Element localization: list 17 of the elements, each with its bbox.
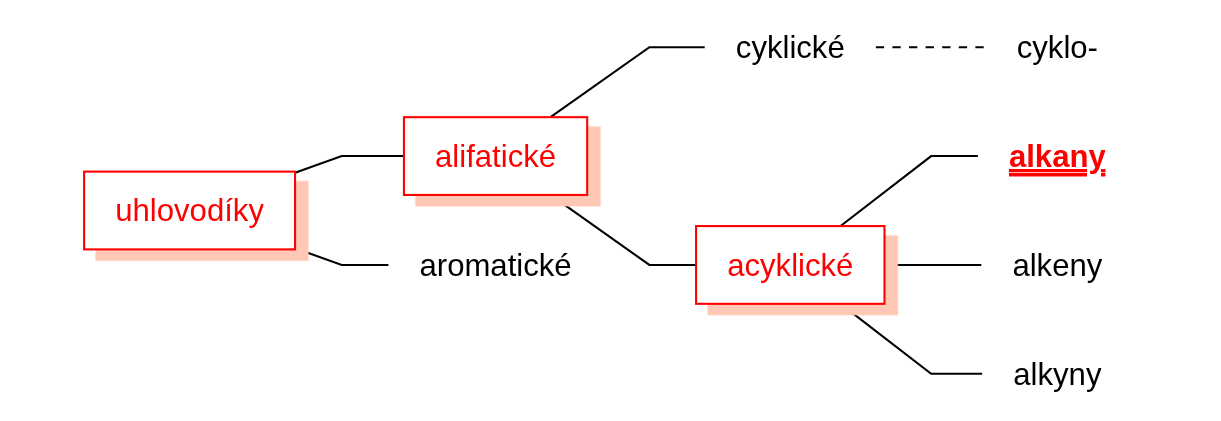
node-box: alifatické: [402, 116, 589, 196]
node-text: cyklické: [735, 30, 845, 65]
node-text: alkyny: [1013, 356, 1102, 391]
connector: [549, 194, 697, 266]
node-text: cyklo-: [1016, 30, 1098, 65]
node-text: alkeny: [1012, 247, 1103, 283]
node-box: uhlovodíky: [83, 170, 297, 251]
connector: [839, 303, 983, 375]
connector: [884, 263, 982, 266]
node-text: alkany: [1008, 138, 1106, 174]
node-text: aromatické: [419, 247, 572, 283]
node-box: acyklické: [695, 225, 886, 305]
connector: [875, 46, 986, 49]
connector: [839, 155, 978, 227]
connector: [549, 46, 705, 118]
connector: [294, 247, 389, 266]
connector: [294, 155, 404, 174]
